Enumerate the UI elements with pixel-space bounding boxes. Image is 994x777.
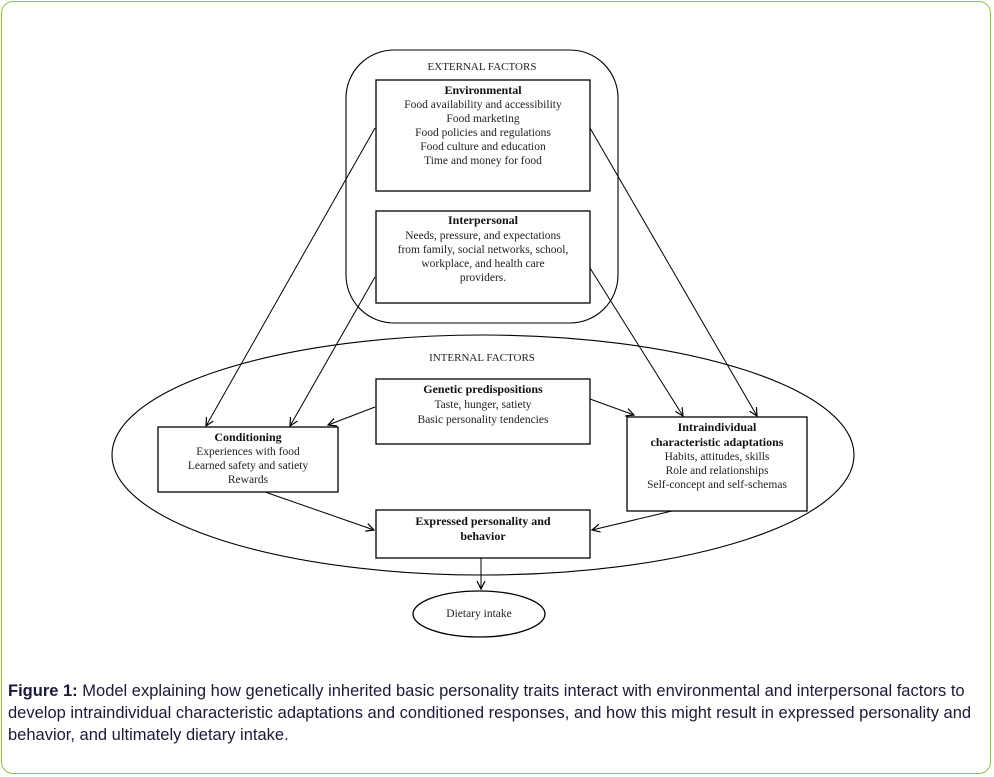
genetic-line: Basic personality tendencies (418, 414, 549, 426)
arrow-interpersonal-to-intraindividual (589, 267, 683, 416)
figure-caption: Figure 1: Model explaining how genetical… (8, 680, 978, 746)
arrow-genetic-to-intraindividual (589, 398, 634, 415)
arrow-environmental-to-conditioning (206, 127, 376, 426)
interpersonal-line: from family, social networks, school, (398, 244, 569, 256)
interpersonal-line: Needs, pressure, and expectations (405, 230, 561, 242)
genetic-box: Genetic predispositions Taste, hunger, s… (375, 378, 591, 445)
environmental-line: Food policies and regulations (415, 127, 551, 139)
interpersonal-line: providers. (460, 272, 506, 284)
arrow-conditioning-to-expressed (264, 491, 374, 530)
dietary-intake-label: Dietary intake (446, 608, 511, 620)
environmental-line: Food availability and accessibility (404, 99, 562, 111)
arrow-genetic-to-conditioning (328, 406, 376, 425)
conditioning-line: Learned safety and satiety (188, 460, 309, 472)
intraindividual-line: Habits, attitudes, skills (665, 451, 770, 463)
interpersonal-title: Interpersonal (448, 213, 519, 227)
intraindividual-line: Self-concept and self-schemas (647, 479, 787, 491)
intraindividual-title: Intraindividual (678, 420, 757, 434)
environmental-line: Food marketing (446, 113, 519, 125)
environmental-line: Food culture and education (420, 141, 546, 153)
genetic-title: Genetic predispositions (423, 382, 543, 396)
external-factors-label: EXTERNAL FACTORS (428, 61, 537, 73)
environmental-title: Environmental (444, 83, 522, 97)
conditioning-box: Conditioning Experiences with food Learn… (157, 426, 339, 493)
conditioning-line: Rewards (228, 474, 269, 486)
environmental-box: Environmental Food availability and acce… (375, 79, 591, 192)
expressed-title: Expressed personality and (415, 514, 550, 528)
interpersonal-line: workplace, and health care (421, 258, 544, 270)
internal-factors-ellipse (111, 334, 855, 576)
intraindividual-line: Role and relationships (666, 465, 769, 477)
arrow-environmental-to-intraindividual (589, 127, 757, 416)
arrow-interpersonal-to-conditioning (290, 276, 376, 426)
figure-caption-text: Model explaining how genetically inherit… (8, 682, 972, 744)
expressed-box: Expressed personality and behavior (375, 509, 591, 559)
diagram: EXTERNAL FACTORS INTERNAL FACTORS Enviro… (111, 49, 855, 638)
environmental-line: Time and money for food (424, 155, 542, 167)
intraindividual-box: Intraindividual characteristic adaptatio… (626, 416, 808, 512)
external-factors-container (345, 49, 619, 324)
conditioning-line: Experiences with food (196, 446, 300, 458)
arrow-intraindividual-to-expressed (592, 510, 673, 530)
figure-caption-label: Figure 1: (8, 682, 78, 700)
conditioning-title: Conditioning (214, 430, 281, 444)
dietary-intake-node: Dietary intake (412, 590, 546, 638)
internal-factors-label: INTERNAL FACTORS (429, 352, 535, 364)
edges (206, 127, 757, 589)
interpersonal-box: Interpersonal Needs, pressure, and expec… (375, 210, 591, 304)
genetic-line: Taste, hunger, satiety (434, 399, 531, 411)
expressed-title: behavior (460, 529, 506, 543)
intraindividual-title: characteristic adaptations (651, 435, 784, 449)
